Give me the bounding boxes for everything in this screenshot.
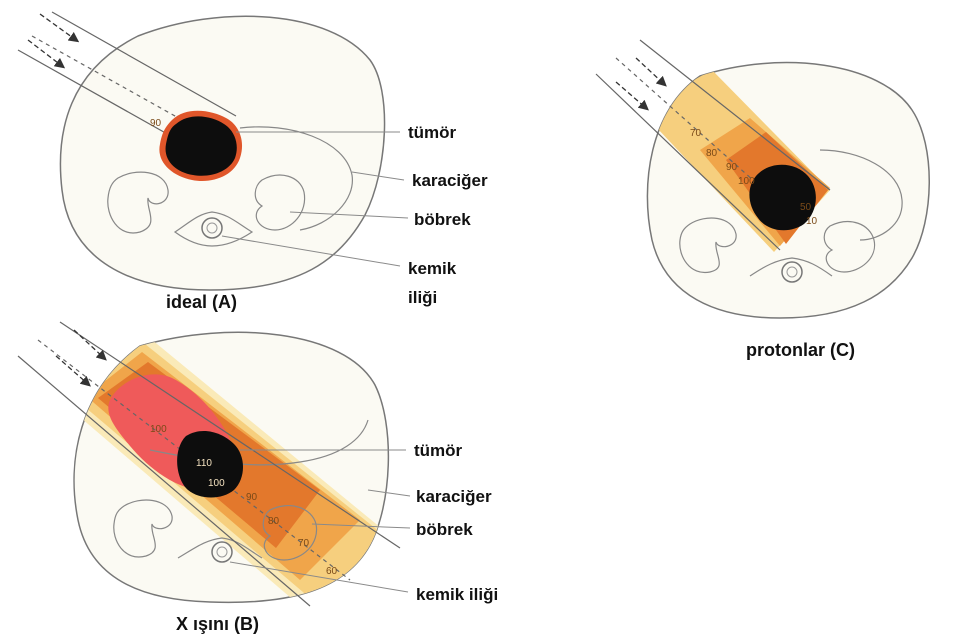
isodose-label: 100 [208,478,225,489]
label-tumor: tümör [408,123,457,142]
caption-protons: protonlar (C) [746,340,855,360]
label-kidney: böbrek [416,520,473,539]
isodose-label: 110 [196,458,212,469]
isodose-label: 100 [738,176,755,187]
isodose-label: 80 [706,148,718,159]
arrow-icon [56,356,88,384]
label-kidney: böbrek [414,210,471,229]
isodose-label: 70 [298,538,310,549]
isodose-label: 90 [246,492,258,503]
isodose-label: 80 [268,516,280,527]
label-marrow: iliği [408,288,437,307]
label-liver: karaciğer [416,487,492,506]
label-liver: karaciğer [412,171,488,190]
panel-ideal: 90 tümör karaciğer böbrek kemik iliği id… [18,12,488,312]
panel-xray: 110 100 100 90 80 70 60 tümör karaciğer … [18,322,498,640]
label-bone: kemik [408,259,457,278]
arrow-icon [616,82,646,108]
caption-xray: X ışını (B) [176,614,259,634]
caption-ideal: ideal (A) [166,292,237,312]
label-bone-marrow: kemik iliği [416,585,498,604]
isodose-label: 90 [150,118,162,129]
isodose-label: 60 [326,566,338,577]
isodose-label: 50 [800,202,812,213]
isodose-label: 100 [150,424,167,435]
panel-protons: 70 80 90 100 50 10 protonlar (C) [596,40,929,360]
label-tumor: tümör [414,441,463,460]
arrow-icon [40,14,76,40]
arrow-icon [28,40,62,66]
isodose-label: 90 [726,162,738,173]
isodose-label: 10 [806,216,818,227]
isodose-label: 70 [690,128,702,139]
